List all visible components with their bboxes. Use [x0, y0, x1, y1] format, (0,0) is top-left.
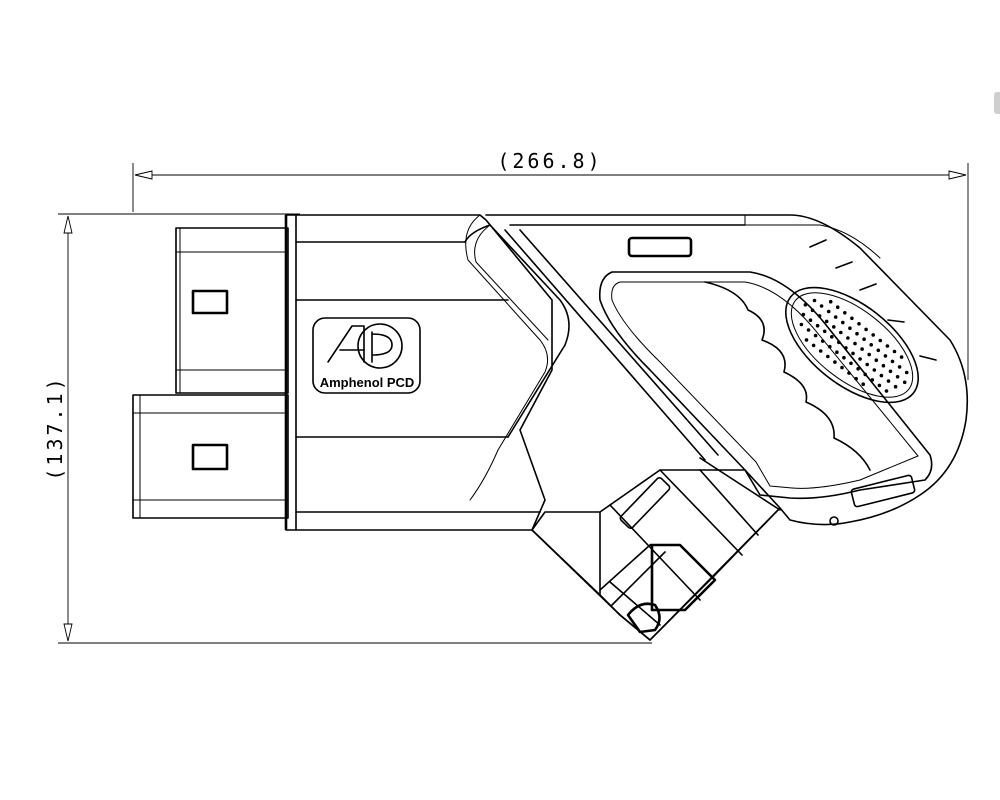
grip-pad-dot	[849, 361, 853, 366]
cable-exit-tail	[531, 469, 781, 641]
grip-pad-dot	[848, 326, 852, 331]
grip-pad-dot	[870, 378, 875, 382]
grip-pad-dot	[801, 312, 806, 317]
grip-pad-dots	[799, 298, 909, 393]
grip-pad-dot	[828, 344, 832, 349]
connector-nose	[132, 227, 289, 519]
grip-pad-dot	[857, 322, 861, 326]
brand-text: Amphenol PCD	[320, 375, 415, 390]
grip-pad-dot	[826, 309, 831, 314]
grip-pad-dot	[833, 315, 838, 319]
grip-pad-dot	[877, 383, 882, 388]
scroll-handle[interactable]	[994, 92, 1000, 114]
lower-latch-window	[191, 443, 229, 471]
grip-pad-dot	[860, 347, 864, 351]
grip-pad-dot	[862, 337, 866, 342]
grip-pad-dot	[810, 308, 815, 313]
screw-hole	[829, 516, 839, 526]
grip-pad-dot	[818, 349, 823, 353]
handle-assembly	[485, 214, 969, 641]
grip-pad-dot	[813, 333, 818, 338]
grip-pad-dot	[890, 359, 895, 364]
grip-pad-dot	[858, 357, 862, 361]
grip-pad-dot	[899, 355, 904, 359]
grip-pad-dot	[879, 373, 884, 378]
release-latch-triangle	[626, 602, 661, 634]
grip-pad-dot	[853, 341, 857, 346]
length-dimension-label: (266.8)	[497, 149, 602, 173]
perforated-grip-pad	[784, 286, 920, 404]
grip-pad-dot	[888, 369, 893, 374]
top-indicator-slot	[627, 236, 693, 258]
grip-pad-dot	[884, 389, 889, 393]
grip-pad-dot	[820, 339, 825, 343]
grip-pad-dot	[892, 349, 897, 354]
grip-pad-dot	[835, 350, 839, 355]
grip-pad-dot	[886, 379, 891, 383]
grip-pad-dot	[832, 325, 836, 329]
grip-pad-dot	[871, 333, 875, 337]
grip-pad-dot	[856, 367, 860, 371]
grip-pad-dot	[872, 368, 877, 372]
grip-pad-dot	[883, 354, 888, 358]
length-dimension: (266.8)	[132, 149, 969, 380]
grip-pad-dot	[854, 376, 858, 381]
grip-pad-dot	[817, 314, 822, 318]
grip-pad-dot	[812, 298, 817, 303]
grip-pad-dot	[876, 348, 881, 353]
grip-pad-dot	[844, 346, 848, 350]
grip-pad-dot	[881, 363, 886, 368]
height-dimension: (137.1)	[43, 213, 652, 644]
grip-pad-dot	[833, 360, 837, 364]
grip-pad-dot	[837, 340, 841, 345]
grip-pad-dot	[846, 336, 850, 340]
grip-pad-dot	[897, 365, 902, 369]
grip-pad-dot	[840, 365, 844, 370]
grip-pad-dot	[874, 358, 879, 363]
brand-logo-badge: Amphenol PCD	[312, 317, 421, 394]
upper-latch-window	[191, 289, 229, 315]
grip-pad-dot	[861, 382, 865, 387]
grip-pad-dot	[803, 303, 808, 307]
grip-pad-dot	[895, 375, 900, 379]
grip-pad-dot	[808, 318, 813, 323]
grip-pad-dot	[893, 384, 898, 389]
grip-pad-dot	[824, 319, 829, 324]
height-dimension-label: (137.1)	[43, 375, 67, 480]
grip-pad-dot	[850, 316, 854, 321]
grip-pad-dot	[826, 354, 830, 359]
grip-pad-dot	[865, 362, 869, 367]
grip-pad-dot	[822, 329, 827, 334]
grip-pad-dot	[806, 328, 811, 332]
grip-pad-dot	[804, 338, 809, 342]
grip-pad-dot	[904, 370, 909, 375]
grip-pad-dot	[811, 343, 816, 348]
grip-pad-dot	[851, 351, 855, 356]
grip-pad-dot	[902, 380, 907, 385]
grip-pad-dot	[864, 327, 868, 332]
grip-pad-dot	[863, 372, 867, 377]
grip-pad-dot	[835, 305, 840, 310]
grip-pad-dot	[841, 320, 845, 325]
grip-pad-dot	[885, 344, 890, 348]
ap-logo-mark	[327, 323, 403, 369]
grip-pad-dot	[815, 323, 820, 328]
grip-pad-dot	[839, 330, 843, 335]
grip-pad-dot	[878, 338, 883, 343]
grip-pad-dot	[867, 352, 871, 357]
grip-pad-dot	[828, 299, 833, 304]
grip-pad-dot	[842, 355, 846, 360]
lower-indicator-slot	[850, 474, 916, 508]
tail-indicator-slot	[619, 477, 671, 529]
grip-pad-dot	[869, 343, 873, 347]
housing-body	[284, 214, 570, 531]
grip-pad-dot	[799, 322, 804, 327]
grip-pad-dot	[830, 335, 834, 339]
grip-pad-dot	[843, 311, 847, 315]
grip-pad-dot	[819, 304, 824, 308]
grip-pad-dot	[855, 331, 859, 336]
grip-pad-dot	[847, 371, 851, 375]
